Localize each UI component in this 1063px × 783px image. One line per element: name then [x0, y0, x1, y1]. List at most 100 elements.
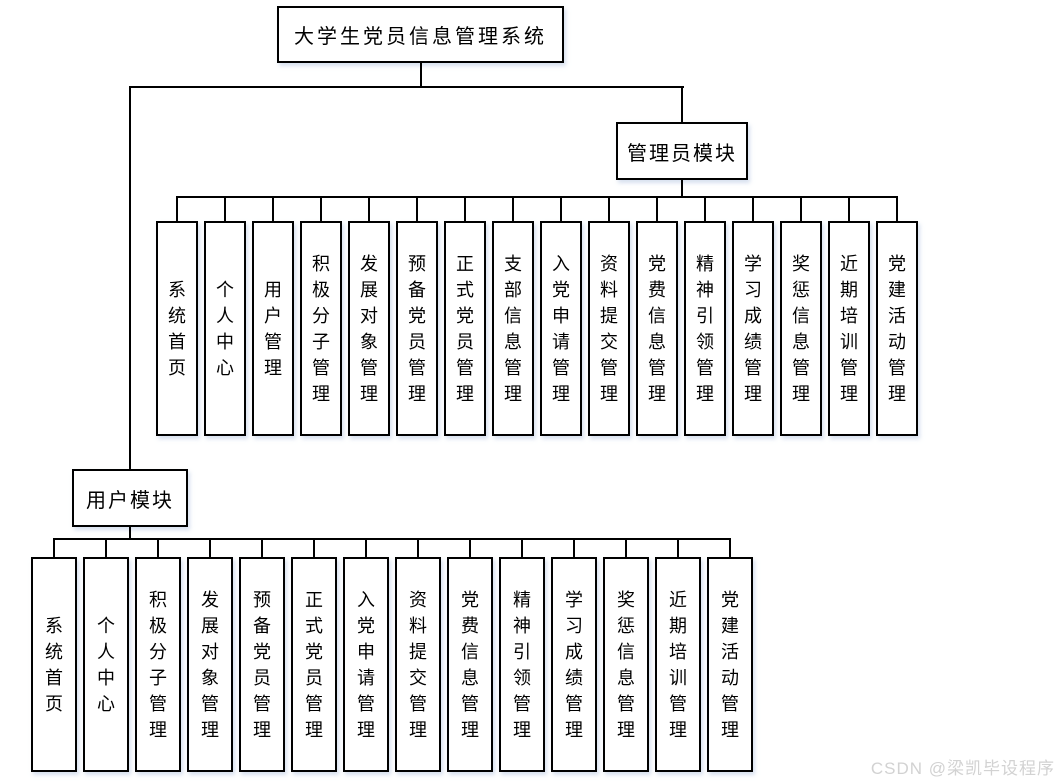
node-admin-personal-center: 个人中心 [204, 221, 246, 436]
node-label: 支部信息管理 [504, 253, 522, 404]
connector-stub [848, 196, 850, 221]
admin-module-label: 管理员模块 [627, 142, 737, 165]
tree-branch: 积极分子管理 [135, 538, 181, 772]
connector-stub [469, 538, 471, 557]
connector-stub [512, 196, 514, 221]
tree-branch: 近期培训管理 [828, 196, 870, 436]
tree-branch: 党费信息管理 [447, 538, 493, 772]
node-user-party-application-management: 入党申请管理 [343, 557, 389, 772]
tree-branch: 个人中心 [204, 196, 246, 436]
tree-branch: 精神引领管理 [684, 196, 726, 436]
node-user-system-home: 系统首页 [31, 557, 77, 772]
node-label: 预备党员管理 [408, 253, 426, 404]
tree-branch: 学习成绩管理 [551, 538, 597, 772]
node-user-academic-score-management: 学习成绩管理 [551, 557, 597, 772]
node-label: 资料提交管理 [409, 589, 427, 740]
connector-stub [521, 538, 523, 557]
node-user-recent-training-management: 近期培训管理 [655, 557, 701, 772]
node-label: 资料提交管理 [600, 253, 618, 404]
tree-branch: 系统首页 [156, 196, 198, 436]
node-admin-branch-info-management: 支部信息管理 [492, 221, 534, 436]
connector-stub [608, 196, 610, 221]
tree-branch: 预备党员管理 [396, 196, 438, 436]
node-user-reward-punishment-management: 奖惩信息管理 [603, 557, 649, 772]
node-label: 党建活动管理 [888, 253, 906, 404]
connector-stub [752, 196, 754, 221]
node-label: 奖惩信息管理 [792, 253, 810, 404]
node-user-personal-center: 个人中心 [83, 557, 129, 772]
node-label: 学习成绩管理 [744, 253, 762, 404]
node-label: 正式党员管理 [305, 589, 323, 740]
connector-stub [320, 196, 322, 221]
tree-branch: 入党申请管理 [540, 196, 582, 436]
tree-branch: 党建活动管理 [876, 196, 918, 436]
connector-stub [625, 538, 627, 557]
connector-admin-bus-feed [681, 178, 683, 198]
node-label: 入党申请管理 [357, 589, 375, 740]
root-node-label: 大学生党员信息管理系统 [294, 26, 547, 48]
tree-branch: 入党申请管理 [343, 538, 389, 772]
node-user-development-target-management: 发展对象管理 [187, 557, 233, 772]
tree-branch: 奖惩信息管理 [780, 196, 822, 436]
node-admin-spiritual-guidance-management: 精神引领管理 [684, 221, 726, 436]
tree-branch: 学习成绩管理 [732, 196, 774, 436]
node-admin-activist-management: 积极分子管理 [300, 221, 342, 436]
connector-stub [704, 196, 706, 221]
node-label: 党费信息管理 [461, 589, 479, 740]
connector-admin-drop [681, 86, 683, 124]
tree-branch: 发展对象管理 [348, 196, 390, 436]
node-label: 发展对象管理 [360, 253, 378, 404]
tree-branch: 预备党员管理 [239, 538, 285, 772]
node-admin-module: 管理员模块 [616, 122, 748, 180]
connector-stub [53, 538, 55, 557]
node-label: 个人中心 [97, 615, 115, 714]
connector-root-stem [420, 61, 422, 88]
tree-branch: 发展对象管理 [187, 538, 233, 772]
connector-stub [416, 196, 418, 221]
node-label: 入党申请管理 [552, 253, 570, 404]
connector-stub [896, 196, 898, 221]
node-label: 系统首页 [168, 279, 186, 378]
node-admin-full-member-management: 正式党员管理 [444, 221, 486, 436]
node-admin-system-home: 系统首页 [156, 221, 198, 436]
node-label: 预备党员管理 [253, 589, 271, 740]
connector-stub [157, 538, 159, 557]
node-label: 党费信息管理 [648, 253, 666, 404]
node-admin-recent-training-management: 近期培训管理 [828, 221, 870, 436]
connector-stub [677, 538, 679, 557]
connector-admin-bus [177, 196, 897, 198]
node-admin-user-management: 用户管理 [252, 221, 294, 436]
tree-branch: 用户管理 [252, 196, 294, 436]
user-module-label: 用户模块 [86, 489, 174, 512]
node-user-spiritual-guidance-management: 精神引领管理 [499, 557, 545, 772]
node-admin-party-building-activity-management: 党建活动管理 [876, 221, 918, 436]
connector-stub [368, 196, 370, 221]
node-label: 奖惩信息管理 [617, 589, 635, 740]
tree-branch: 奖惩信息管理 [603, 538, 649, 772]
connector-stub [656, 196, 658, 221]
connector-stub [176, 196, 178, 221]
node-admin-academic-score-management: 学习成绩管理 [732, 221, 774, 436]
node-admin-development-target-management: 发展对象管理 [348, 221, 390, 436]
node-admin-reward-punishment-management: 奖惩信息管理 [780, 221, 822, 436]
tree-branch: 精神引领管理 [499, 538, 545, 772]
tree-branch: 资料提交管理 [395, 538, 441, 772]
tree-branch: 系统首页 [31, 538, 77, 772]
tree-branch: 近期培训管理 [655, 538, 701, 772]
tree-branch: 正式党员管理 [444, 196, 486, 436]
tree-branch: 党建活动管理 [707, 538, 753, 772]
node-user-party-fee-info-management: 党费信息管理 [447, 557, 493, 772]
connector-stub [417, 538, 419, 557]
node-user-probationary-member-management: 预备党员管理 [239, 557, 285, 772]
admin-children-row: 系统首页 个人中心 用户管理 积极分子管理 发展对象管理 [156, 196, 918, 436]
node-label: 学习成绩管理 [565, 589, 583, 740]
node-user-party-building-activity-management: 党建活动管理 [707, 557, 753, 772]
node-label: 积极分子管理 [149, 589, 167, 740]
connector-stub [272, 196, 274, 221]
connector-stub [729, 538, 731, 557]
tree-branch: 个人中心 [83, 538, 129, 772]
tree-branch: 积极分子管理 [300, 196, 342, 436]
user-children-row: 系统首页 个人中心 积极分子管理 发展对象管理 预备党员管理 [31, 538, 753, 772]
node-label: 精神引领管理 [696, 253, 714, 404]
connector-stub [261, 538, 263, 557]
